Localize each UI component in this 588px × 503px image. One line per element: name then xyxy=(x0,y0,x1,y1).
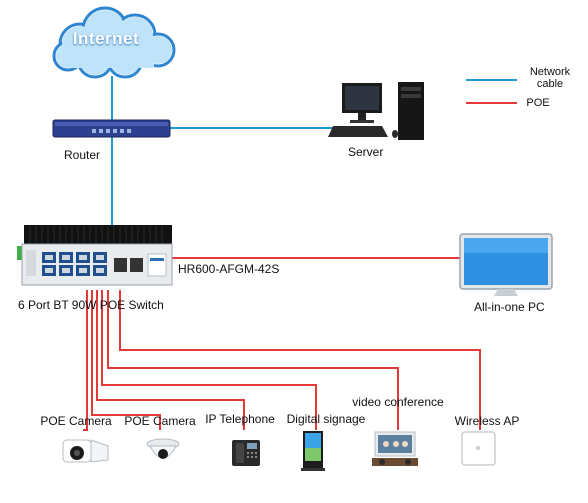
signage-kiosk-icon xyxy=(301,431,325,471)
endpoint-label-ip-telephone: IP Telephone xyxy=(205,412,275,426)
all-in-one-pc-icon xyxy=(459,233,553,296)
bullet-camera-icon xyxy=(62,439,109,463)
switch-label: 6 Port BT 90W POE Switch xyxy=(18,298,164,312)
dome-camera-icon xyxy=(146,438,180,459)
poe-cable-signage xyxy=(101,290,317,430)
poe-cable-camera-2 xyxy=(91,290,161,430)
endpoint-label-video-conference: video conference xyxy=(352,395,444,409)
endpoint-label-poe-camera-2: POE Camera xyxy=(124,414,196,428)
switch-model-label: HR600-AFGM-42S xyxy=(178,262,280,276)
legend-network-cable-label: Network cable xyxy=(520,66,580,90)
endpoint-label-poe-camera-1: POE Camera xyxy=(40,414,112,428)
internet-label: Internet xyxy=(72,29,140,48)
endpoint-label-wireless-ap: Wireless AP xyxy=(454,414,520,428)
poe-cable-wireless-ap xyxy=(119,290,481,430)
poe-cable-ip-phone xyxy=(96,290,245,430)
internet-cloud-icon xyxy=(52,6,176,79)
poe-cable-video-conf xyxy=(107,290,399,430)
router-icon xyxy=(52,119,171,138)
legend-poe-label: POE xyxy=(526,97,550,109)
all-in-one-pc-label: All-in-one PC xyxy=(474,300,545,314)
endpoint-label-digital-signage: Digital signage xyxy=(286,412,366,426)
wireless-ap-icon xyxy=(461,431,496,466)
legend-network-cable-text: Network cable xyxy=(529,66,571,90)
server-icon xyxy=(328,82,424,140)
router-label: Router xyxy=(64,148,101,162)
poe-switch-icon xyxy=(17,225,173,286)
server-label: Server xyxy=(348,145,384,159)
video-conference-icon xyxy=(372,431,418,466)
ip-phone-icon xyxy=(232,440,260,466)
poe-cable-camera-1 xyxy=(83,290,88,431)
